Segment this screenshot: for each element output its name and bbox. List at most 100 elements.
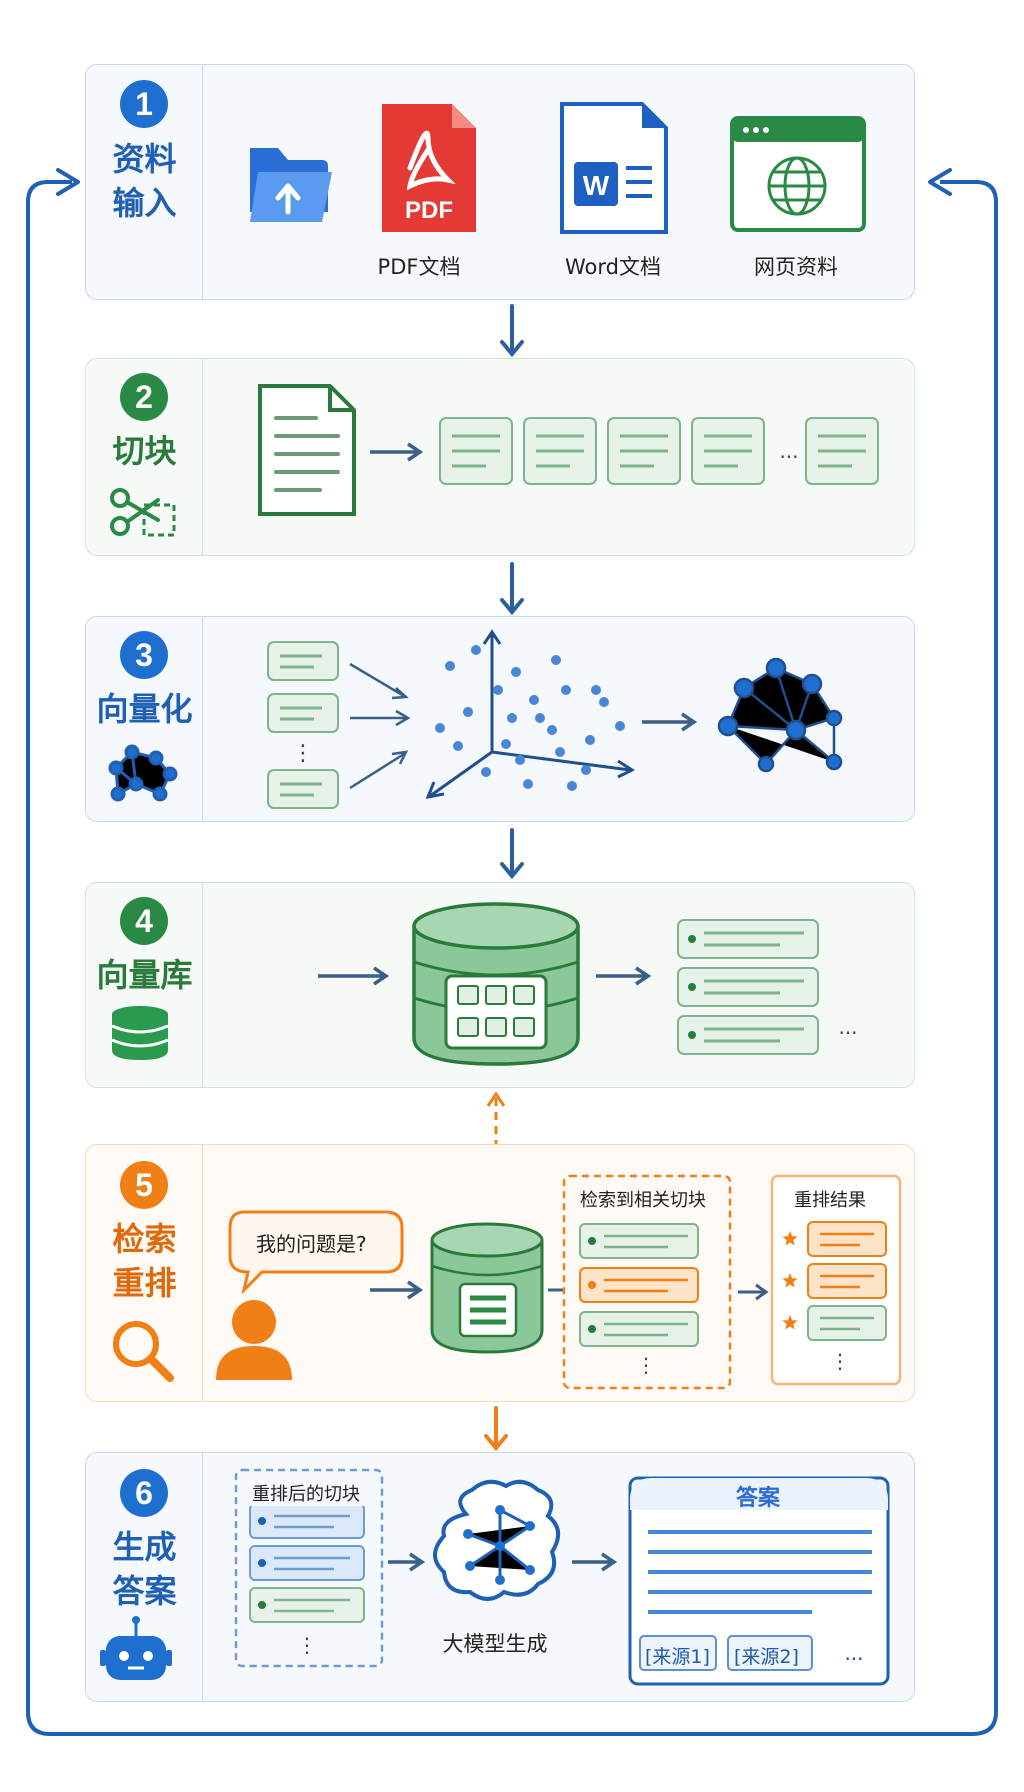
step-number-badge: 2 — [120, 373, 168, 421]
speech-bubble — [228, 1210, 404, 1295]
embedding-point — [599, 697, 609, 707]
embedding-points — [435, 645, 625, 791]
embedding-point — [551, 655, 561, 665]
step-title-line: 检索 — [112, 1220, 177, 1258]
source-1-tag[interactable]: [来源1] — [645, 1646, 710, 1668]
answer-card — [628, 1476, 890, 1686]
chunk-box — [691, 417, 765, 485]
step-side-column: 5 检索 重排 — [86, 1145, 203, 1401]
step-title: 检索 重排 — [86, 1217, 203, 1305]
folder-upload-icon — [250, 148, 332, 222]
reranked-ellipsis: ⋮ — [297, 1633, 317, 1657]
embedding-point — [463, 707, 473, 717]
database-icon — [111, 1006, 169, 1060]
embedding-point — [481, 767, 491, 777]
reranked-chunk — [249, 1503, 365, 1539]
step-side-column: 4 向量库 — [86, 883, 203, 1087]
embedding-point — [523, 779, 533, 789]
step-number-badge: 6 — [120, 1469, 168, 1517]
indexed-vector-row — [677, 967, 819, 1007]
embedding-point — [615, 721, 625, 731]
loop-arrow-left — [26, 180, 998, 1736]
rerank-result-label: 重排结果 — [790, 1186, 870, 1212]
indexed-vector-rows — [677, 919, 819, 1055]
arrow-retrieved-to-rerank — [738, 1283, 769, 1301]
llm-generate-label: 大模型生成 — [442, 1632, 548, 1656]
reranked-chunk — [249, 1545, 365, 1581]
search-icon — [113, 1321, 174, 1382]
knowledge-graph — [717, 657, 843, 773]
vector-database-cylinder — [412, 902, 580, 1066]
chunk-box — [439, 417, 513, 485]
step-side-column: 3 向量化 — [86, 617, 203, 821]
reranked-item — [782, 1305, 887, 1341]
word-file-icon: W — [560, 102, 668, 234]
embedding-point — [445, 661, 455, 671]
robot-icon — [100, 1616, 172, 1680]
answer-source-ellipsis: ... — [844, 1641, 863, 1665]
vector-rows-ellipsis: ... — [838, 1015, 857, 1039]
pdf-label: PDF文档 — [377, 255, 461, 279]
embedding-point — [547, 725, 557, 735]
rerank-list — [782, 1221, 887, 1341]
chunk-list-ellipsis: ⋮ — [292, 741, 314, 766]
reranked-item — [782, 1263, 887, 1299]
pdf-badge-text: PDF — [405, 197, 453, 224]
arrow-chunks-to-llm — [388, 1552, 426, 1572]
embedding-point — [555, 747, 565, 757]
embedding-point — [435, 723, 445, 733]
embedding-point — [501, 739, 511, 749]
embedding-point — [515, 755, 525, 765]
pdf-file-icon: PDF — [382, 104, 476, 232]
arrow-llm-to-answer — [572, 1552, 618, 1572]
reranked-item — [782, 1221, 887, 1257]
step-title: 向量库 — [86, 953, 203, 997]
arrow-to-graph — [642, 712, 698, 732]
step-title: 切块 — [86, 429, 203, 473]
chunk-box — [805, 417, 879, 485]
retrieved-chunk — [579, 1311, 699, 1347]
web-page-icon — [730, 116, 866, 232]
step-title-line: 生成 — [112, 1528, 177, 1566]
embedding-point — [471, 645, 481, 655]
retrieved-chunk-list — [579, 1223, 699, 1347]
reranked-chunk-list — [249, 1503, 365, 1623]
embedding-point — [453, 741, 463, 751]
step-title-line: 切块 — [112, 432, 177, 470]
step-number-badge: 5 — [120, 1161, 168, 1209]
web-label: 网页资料 — [754, 255, 838, 279]
step-number-badge: 4 — [120, 897, 168, 945]
arrow-query-to-db — [370, 1280, 424, 1300]
answer-title: 答案 — [736, 1486, 781, 1511]
indexed-vector-row — [677, 919, 819, 959]
brain-llm-icon — [433, 1479, 560, 1601]
source-2-tag[interactable]: [来源2] — [734, 1646, 799, 1668]
embedding-point — [591, 685, 601, 695]
rerank-ellipsis: ⋮ — [830, 1349, 850, 1373]
step-title: 资料 输入 — [86, 137, 203, 225]
embedding-point — [585, 735, 595, 745]
vector-space-axes — [425, 629, 636, 799]
step-title: 向量化 — [86, 687, 203, 731]
step-title-line: 向量库 — [96, 956, 193, 994]
retrieved-ellipsis: ⋮ — [636, 1353, 656, 1377]
step-title: 生成 答案 — [86, 1525, 203, 1613]
chunk-box — [607, 417, 681, 485]
reranked-chunks-label: 重排后的切块 — [248, 1480, 364, 1506]
step-number-badge: 3 — [120, 631, 168, 679]
embedding-point — [529, 695, 539, 705]
embedding-point — [493, 685, 503, 695]
retrieved-chunks-label: 检索到相关切块 — [576, 1186, 710, 1212]
loop-arrowhead-right — [928, 168, 952, 196]
